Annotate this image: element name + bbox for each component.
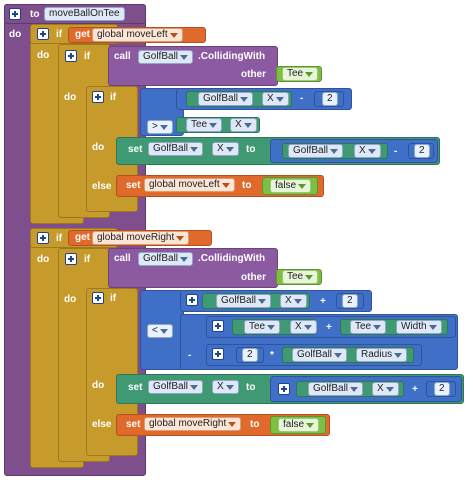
inner-if-1-label: if (84, 51, 91, 62)
procedure-mutator-icon[interactable] (9, 8, 21, 20)
tee-component-dropdown[interactable]: Tee (282, 67, 319, 81)
set-to-keyword-2: to (246, 382, 256, 393)
set-plus-mutator-icon[interactable] (278, 383, 290, 395)
mult-op-label: * (270, 350, 274, 361)
else-set-keyword-2: set (126, 419, 141, 430)
nested-if-2-else-label: else (92, 419, 112, 430)
if-1-label: if (56, 29, 63, 40)
set-minus-op-label: - (394, 146, 398, 157)
inner-if-2-label: if (84, 254, 91, 265)
set-value-component-dropdown[interactable]: GolfBall (288, 144, 344, 158)
call-keyword: call (114, 51, 131, 62)
inner-if-1-mutator-icon[interactable] (65, 50, 77, 62)
golfball-component-dropdown-2[interactable]: GolfBall (216, 294, 272, 308)
tee-component-dropdown-4[interactable]: Tee (244, 320, 281, 334)
number-field-2[interactable]: 2 (342, 294, 358, 308)
golfball-component-dropdown-3[interactable]: GolfBall (292, 348, 348, 362)
mult-mutator-icon[interactable] (212, 348, 224, 360)
else-to-keyword-2: to (250, 419, 260, 430)
nested-if-2-mutator-icon[interactable] (92, 292, 104, 304)
tee-component-dropdown-2[interactable]: Tee (186, 118, 223, 132)
nested-if-1-else-label: else (92, 181, 112, 192)
if-1-do-label: do (37, 50, 50, 61)
else-variable-dropdown-2[interactable]: global moveRight (144, 417, 242, 431)
golfball-component-dropdown[interactable]: GolfBall (198, 92, 254, 106)
get-variable-dropdown-2[interactable]: global moveRight (92, 231, 190, 245)
tee-plus-mutator-icon[interactable] (212, 320, 224, 332)
call-method-label: .CollidingWith (198, 51, 266, 62)
if-2-do-label: do (37, 254, 50, 265)
plus-op-label: + (320, 296, 326, 307)
set-to-keyword: to (246, 144, 256, 155)
minus-op-label: - (300, 93, 304, 104)
tee-component-dropdown-5[interactable]: Tee (350, 320, 387, 334)
if-2-label: if (56, 233, 63, 244)
width-property-dropdown[interactable]: Width (396, 320, 442, 334)
else-variable-dropdown[interactable]: global moveLeft (144, 178, 235, 192)
set-plus-op-label: + (412, 384, 418, 395)
else-to-keyword: to (242, 180, 252, 191)
tee-component-dropdown-3[interactable]: Tee (282, 270, 319, 284)
call-keyword-2: call (114, 253, 131, 264)
x-property-dropdown-2[interactable]: X (230, 118, 257, 132)
set-value-property-dropdown[interactable]: X (354, 144, 381, 158)
inner-if-2-mutator-icon[interactable] (65, 253, 77, 265)
x-property-dropdown-4[interactable]: X (290, 320, 317, 334)
set-value-property-dropdown-2[interactable]: X (372, 382, 399, 396)
false-dropdown-1[interactable]: false (270, 179, 312, 193)
set-property-dropdown[interactable]: X (212, 142, 239, 156)
x-property-dropdown-3[interactable]: X (280, 294, 307, 308)
set-component-dropdown-2[interactable]: GolfBall (148, 380, 204, 394)
set-number-field-2[interactable]: 2 (434, 382, 450, 396)
procedure-to-keyword: to (30, 9, 40, 20)
plus-mutator-icon-1[interactable] (186, 294, 198, 306)
false-dropdown-2[interactable]: false (278, 418, 320, 432)
call-method-label-2: .CollidingWith (198, 253, 266, 264)
procedure-name-field[interactable]: moveBallOnTee (44, 7, 125, 21)
nested-if-2-label: if (110, 293, 117, 304)
set-number-field-1[interactable]: 2 (414, 144, 430, 158)
compare-op-dropdown[interactable]: > (147, 120, 173, 134)
other-label: other (241, 69, 266, 80)
set-keyword: set (128, 144, 143, 155)
call-component-dropdown-2[interactable]: GolfBall (138, 252, 194, 266)
if-2-mutator-icon[interactable] (37, 232, 49, 244)
procedure-do-label: do (9, 29, 22, 40)
get-keyword-2: get (75, 232, 90, 243)
else-set-keyword: set (126, 180, 141, 191)
get-keyword: get (75, 29, 90, 40)
inner-if-1-do-label: do (64, 92, 77, 103)
compare-op-dropdown-2[interactable]: < (147, 324, 173, 338)
set-property-dropdown-2[interactable]: X (212, 380, 239, 394)
radius-property-dropdown[interactable]: Radius (356, 348, 408, 362)
number-field-3[interactable]: 2 (242, 348, 258, 362)
nested-if-2-do-label: do (92, 380, 105, 391)
number-field-1[interactable]: 2 (322, 92, 338, 106)
nested-if-1-mutator-icon[interactable] (92, 91, 104, 103)
other-label-2: other (241, 272, 266, 283)
inner-if-2-do-label: do (64, 294, 77, 305)
tee-plus-op-label: + (326, 322, 332, 333)
call-component-dropdown[interactable]: GolfBall (138, 50, 194, 64)
x-property-dropdown[interactable]: X (262, 92, 289, 106)
minus-op-label-2: - (188, 350, 192, 361)
if-1-mutator-icon[interactable] (37, 28, 49, 40)
nested-if-1-do-label: do (92, 142, 105, 153)
nested-if-1-label: if (110, 92, 117, 103)
set-value-component-dropdown-2[interactable]: GolfBall (308, 382, 364, 396)
set-component-dropdown[interactable]: GolfBall (148, 142, 204, 156)
set-keyword-2: set (128, 382, 143, 393)
get-variable-dropdown[interactable]: global moveLeft (92, 28, 183, 42)
